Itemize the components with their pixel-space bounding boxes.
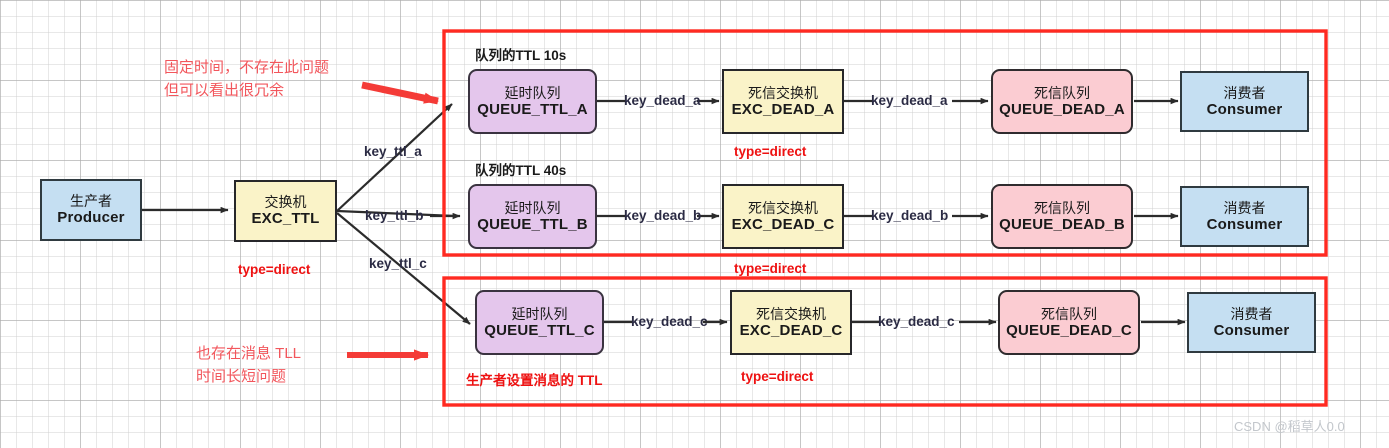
- node-exc-dead-c-row2[interactable]: 死信交换机 EXC_DEAD_C: [722, 184, 844, 249]
- node-queue-dead-c-line2: QUEUE_DEAD_C: [1006, 321, 1132, 339]
- node-consumer-row1[interactable]: 消费者 Consumer: [1180, 71, 1309, 132]
- label-key-ttl-c: key_ttl_c: [369, 256, 427, 271]
- node-queue-dead-b-line1: 死信队列: [1034, 199, 1090, 216]
- node-queue-ttl-b[interactable]: 延时队列 QUEUE_TTL_B: [468, 184, 597, 249]
- node-consumer-row3[interactable]: 消费者 Consumer: [1187, 292, 1316, 353]
- node-exc-dead-c-row3-line2: EXC_DEAD_C: [739, 321, 843, 339]
- node-consumer-row2-line1: 消费者: [1223, 199, 1266, 216]
- node-queue-ttl-a-line1: 延时队列: [504, 84, 561, 101]
- node-exc-dead-c-row3[interactable]: 死信交换机 EXC_DEAD_C: [730, 290, 852, 355]
- node-queue-ttl-c-line2: QUEUE_TTL_C: [484, 321, 595, 339]
- node-queue-ttl-c-line1: 延时队列: [511, 305, 568, 322]
- label-row3-key-dead-1: key_dead_c: [631, 314, 708, 329]
- node-exc-ttl-line2: EXC_TTL: [251, 210, 320, 228]
- node-producer-line1: 生产者: [70, 193, 112, 210]
- node-queue-dead-c[interactable]: 死信队列 QUEUE_DEAD_C: [998, 290, 1140, 355]
- node-queue-dead-c-line1: 死信队列: [1041, 305, 1097, 322]
- node-exc-dead-c-row3-line1: 死信交换机: [756, 305, 826, 322]
- node-producer[interactable]: 生产者 Producer: [40, 179, 142, 241]
- node-consumer-row3-line1: 消费者: [1230, 305, 1273, 322]
- node-consumer-row2-line2: Consumer: [1206, 215, 1283, 233]
- label-row2-key-dead-2: key_dead_b: [871, 208, 949, 223]
- node-queue-ttl-a[interactable]: 延时队列 QUEUE_TTL_A: [468, 69, 597, 134]
- node-consumer-row2[interactable]: 消费者 Consumer: [1180, 186, 1309, 247]
- node-producer-line2: Producer: [57, 209, 125, 227]
- node-exc-dead-c-row2-line1: 死信交换机: [748, 199, 818, 216]
- node-exc-ttl-line1: 交换机: [264, 194, 307, 211]
- label-key-ttl-b: key_ttl_b: [365, 208, 424, 223]
- group-box-message-ttl: [442, 276, 1328, 407]
- annotation-note-bottom: 也存在消息 TLL 时间长短问题: [196, 345, 302, 385]
- node-exc-dead-a-line1: 死信交换机: [748, 84, 818, 101]
- node-queue-dead-a-line1: 死信队列: [1034, 84, 1090, 101]
- node-exc-dead-c-row2-line2: EXC_DEAD_C: [731, 215, 835, 233]
- node-queue-ttl-c[interactable]: 延时队列 QUEUE_TTL_C: [475, 290, 604, 355]
- node-consumer-row1-line1: 消费者: [1223, 84, 1266, 101]
- label-row3-exchange-type: type=direct: [741, 369, 814, 384]
- annotation-arrow-top: [361, 81, 439, 105]
- node-queue-dead-a[interactable]: 死信队列 QUEUE_DEAD_A: [991, 69, 1133, 134]
- node-queue-ttl-a-line2: QUEUE_TTL_A: [477, 100, 588, 118]
- label-key-ttl-a: key_ttl_a: [364, 144, 422, 159]
- label-row1-exchange-type: type=direct: [734, 144, 807, 159]
- node-exc-ttl[interactable]: 交换机 EXC_TTL: [234, 180, 337, 242]
- annotation-note-top: 固定时间，不存在此问题 但可以看出很冗余: [164, 59, 330, 99]
- node-queue-dead-b[interactable]: 死信队列 QUEUE_DEAD_B: [991, 184, 1133, 249]
- label-exc-ttl-type: type=direct: [238, 262, 311, 277]
- label-row2-key-dead-1: key_dead_b: [624, 208, 702, 223]
- node-exc-dead-a-line2: EXC_DEAD_A: [731, 100, 835, 118]
- edge-exc-ttl-to-queue-ttl-c: [336, 212, 471, 325]
- node-queue-ttl-b-line1: 延时队列: [504, 199, 561, 216]
- node-consumer-row3-line2: Consumer: [1213, 321, 1290, 339]
- label-row1-key-dead-2: key_dead_a: [871, 93, 948, 108]
- node-exc-dead-a[interactable]: 死信交换机 EXC_DEAD_A: [722, 69, 844, 134]
- node-queue-dead-a-line2: QUEUE_DEAD_A: [999, 100, 1125, 118]
- caption-row3-producer-ttl: 生产者设置消息的 TTL: [466, 373, 603, 388]
- caption-row2-queue-ttl: 队列的TTL 40s: [475, 163, 567, 178]
- edge-exc-ttl-to-queue-ttl-a: [336, 103, 453, 212]
- node-consumer-row1-line2: Consumer: [1206, 100, 1283, 118]
- watermark: CSDN @稻草人0.0: [1234, 419, 1345, 434]
- label-row1-key-dead-1: key_dead_a: [624, 93, 701, 108]
- group-box-queue-ttl: [442, 29, 1328, 257]
- node-queue-ttl-b-line2: QUEUE_TTL_B: [477, 215, 588, 233]
- label-row3-key-dead-2: key_dead_c: [878, 314, 955, 329]
- node-queue-dead-b-line2: QUEUE_DEAD_B: [999, 215, 1125, 233]
- label-row2-exchange-type: type=direct: [734, 261, 807, 276]
- caption-row1-queue-ttl: 队列的TTL 10s: [475, 48, 567, 63]
